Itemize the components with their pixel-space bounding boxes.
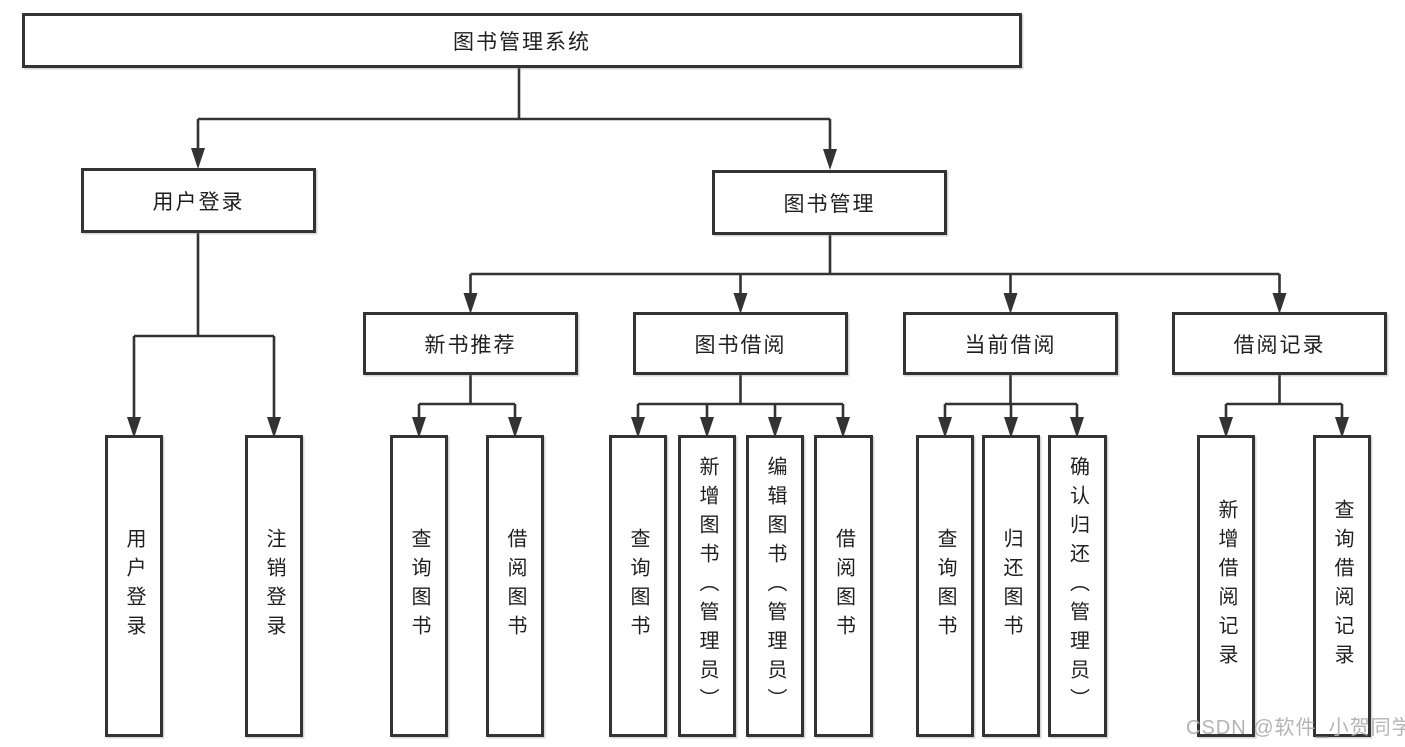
node-label: 图书借阅 — [694, 333, 787, 357]
node-label: 查询图书 — [627, 528, 649, 644]
leaf-query-borrow-record: 查询借阅记录 — [1313, 435, 1371, 737]
node-label: 归还图书 — [1000, 528, 1022, 644]
node-borrow-records: 借阅记录 — [1172, 312, 1387, 375]
leaf-query-books-1: 查询图书 — [390, 435, 448, 737]
node-label: 新书推荐 — [424, 333, 517, 357]
node-label: 查询借阅记录 — [1331, 499, 1353, 673]
leaf-return-book: 归还图书 — [982, 435, 1040, 737]
node-label: 借阅记录 — [1233, 333, 1326, 357]
watermark: CSDN @软件_小贺同学 — [1186, 717, 1405, 739]
leaf-edit-book-admin: 编辑图书（管理员） — [746, 435, 804, 737]
node-label: 查询图书 — [408, 528, 430, 644]
node-label: 借阅图书 — [832, 528, 855, 644]
node-user-login-label: 用户登录 — [152, 190, 245, 214]
node-label: 注销登录 — [263, 528, 285, 644]
node-root-label: 图书管理系统 — [453, 30, 591, 54]
node-book-borrow: 图书借阅 — [633, 312, 848, 375]
leaf-user-login: 用户登录 — [105, 435, 163, 737]
node-book-management-label: 图书管理 — [783, 192, 876, 216]
node-user-login: 用户登录 — [81, 168, 316, 233]
node-root: 图书管理系统 — [22, 13, 1022, 68]
leaf-confirm-return-admin: 确认归还（管理员） — [1048, 435, 1107, 737]
node-label: 新增借阅记录 — [1215, 499, 1237, 673]
leaf-add-borrow-record: 新增借阅记录 — [1197, 435, 1255, 737]
node-label: 编辑图书（管理员） — [764, 455, 786, 717]
node-label: 借阅图书 — [504, 528, 526, 644]
leaf-borrow-books-2: 借阅图书 — [814, 435, 873, 737]
leaf-add-book-admin: 新增图书（管理员） — [678, 435, 736, 737]
leaf-query-books-2: 查询图书 — [609, 435, 667, 737]
node-label: 新增图书（管理员） — [696, 455, 718, 717]
node-label: 确认归还（管理员） — [1066, 455, 1089, 717]
node-book-management: 图书管理 — [712, 170, 947, 235]
node-label: 查询图书 — [934, 528, 956, 644]
node-label: 用户登录 — [123, 528, 145, 644]
leaf-query-books-3: 查询图书 — [916, 435, 974, 737]
arrowheads — [127, 148, 1349, 438]
node-current-borrow: 当前借阅 — [903, 312, 1118, 375]
node-new-book-recommend: 新书推荐 — [363, 312, 578, 375]
node-label: 当前借阅 — [964, 333, 1057, 357]
leaf-logout: 注销登录 — [245, 435, 303, 737]
leaf-borrow-books-1: 借阅图书 — [486, 435, 544, 737]
